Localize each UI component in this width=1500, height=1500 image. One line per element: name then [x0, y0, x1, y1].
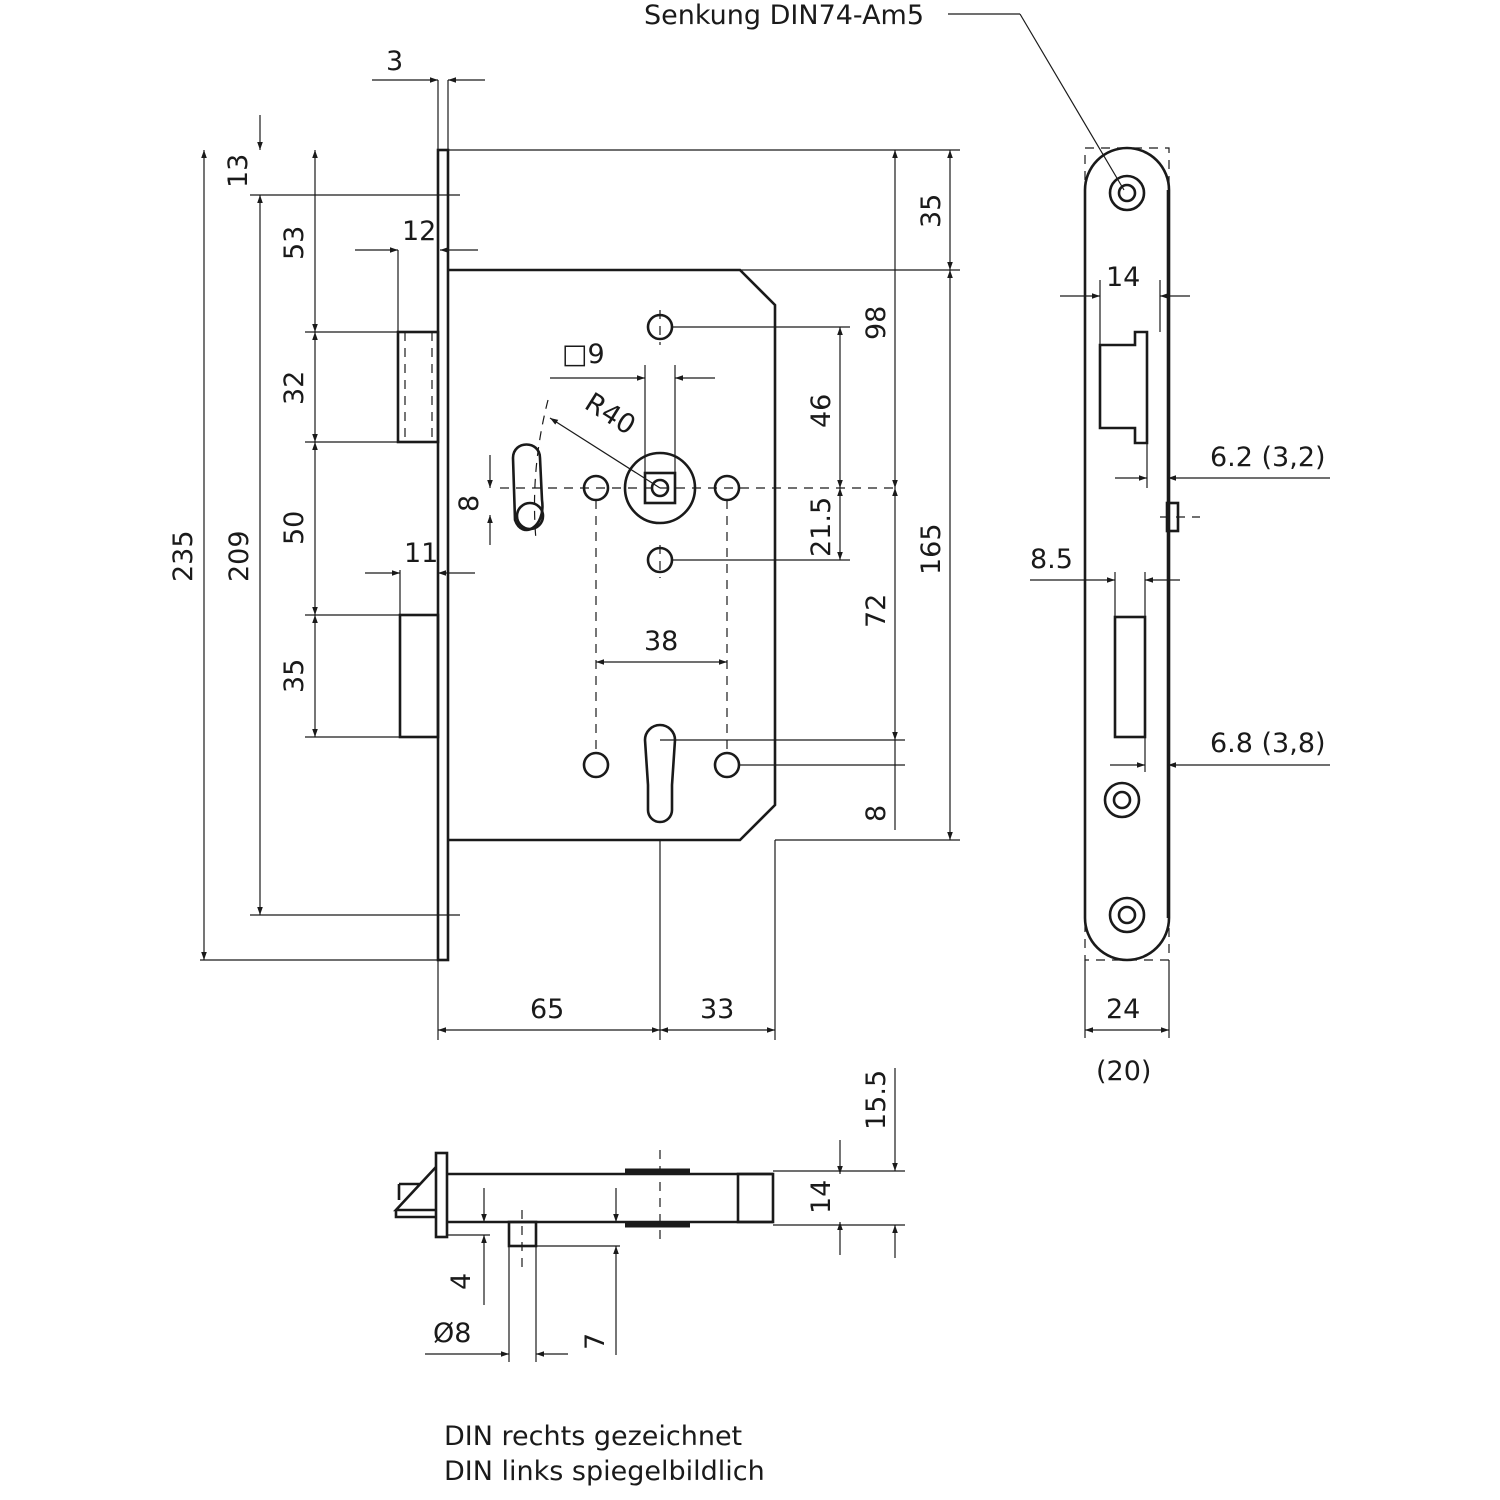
dim-bolt-width: 8.5	[1030, 544, 1073, 575]
dim-faceplate-width-alt: (20)	[1096, 1056, 1151, 1087]
latch-profile	[1098, 330, 1149, 445]
dim-top-offset: 13	[223, 154, 254, 188]
dim-follower-to-cylinder: 72	[861, 594, 892, 628]
dim-bolt-height: 35	[279, 659, 310, 693]
case-end	[736, 1172, 775, 1224]
dim-bolt-projection: 11	[404, 538, 438, 569]
dim-hole-spacing: 38	[644, 626, 678, 657]
note-right-hand: DIN rechts gezeichnet	[444, 1421, 742, 1452]
screw-hole-bottom	[1108, 896, 1146, 934]
dim-latch-projection: 12	[402, 216, 436, 247]
dead-bolt	[398, 613, 440, 739]
dim-slot-width: 8	[454, 495, 485, 512]
dim-latch-to-bolt: 50	[279, 511, 310, 545]
dim-hole-upper: 46	[806, 394, 837, 428]
dim-rear: 33	[700, 994, 734, 1025]
dim-top-to-case: 35	[916, 194, 947, 228]
cylinder-hole	[643, 723, 677, 824]
dim-depth-overall: 15.5	[861, 1070, 892, 1130]
dim-follower-square: □9	[562, 339, 605, 370]
dim-case-height: 165	[916, 523, 947, 575]
dim-faceplate-width: 24	[1106, 994, 1140, 1025]
dim-latch-offset: 6.2 (3,2)	[1210, 442, 1326, 473]
faceplate	[436, 148, 450, 962]
dim-case-depth: 14	[806, 1180, 837, 1214]
dim-bolt-offset: 6.8 (3,8)	[1210, 728, 1326, 759]
dim-cylinder-hole: 8	[861, 805, 892, 822]
front-view: 3 12 11 65 33 □9 38 R40 13 53 32 50 35 2…	[168, 46, 960, 1040]
bottom-view: 15.5 14 4 Ø8 7	[393, 1068, 905, 1362]
dim-latch-height: 32	[279, 371, 310, 405]
dim-to-follower: 98	[861, 306, 892, 340]
side-view: Senkung DIN74-Am5 14 6.2 (3,2) 8.5 6.8 (…	[644, 0, 1330, 1087]
bolt-profile	[1113, 615, 1147, 739]
dim-radius: R40	[579, 387, 640, 441]
screw-hole-middle	[1103, 781, 1141, 819]
dim-pin-length: 7	[580, 1333, 611, 1350]
bolt-slot	[511, 443, 544, 532]
note-left-hand: DIN links spiegelbildlich	[444, 1456, 765, 1487]
dim-pin-offset: 4	[446, 1273, 477, 1290]
dim-backset: 65	[530, 994, 564, 1025]
dim-pin-diameter: Ø8	[433, 1318, 471, 1349]
faceplate-edge	[434, 1151, 449, 1239]
dim-fixing-centres: 209	[224, 530, 255, 582]
dim-faceplate-thickness: 3	[386, 46, 403, 77]
countersink-callout: Senkung DIN74-Am5	[644, 0, 924, 31]
lock-case	[448, 268, 777, 842]
screw-hole-lower-left	[582, 751, 610, 779]
dim-overall: 235	[168, 530, 199, 582]
screw-hole-lower-right	[713, 751, 741, 779]
latch-bolt	[396, 330, 440, 444]
countersunk-hole-top	[1108, 174, 1146, 212]
dim-hole-lower: 21.5	[806, 497, 837, 557]
dim-to-latch: 53	[279, 226, 310, 260]
dim-top-width: 14	[1106, 262, 1140, 293]
